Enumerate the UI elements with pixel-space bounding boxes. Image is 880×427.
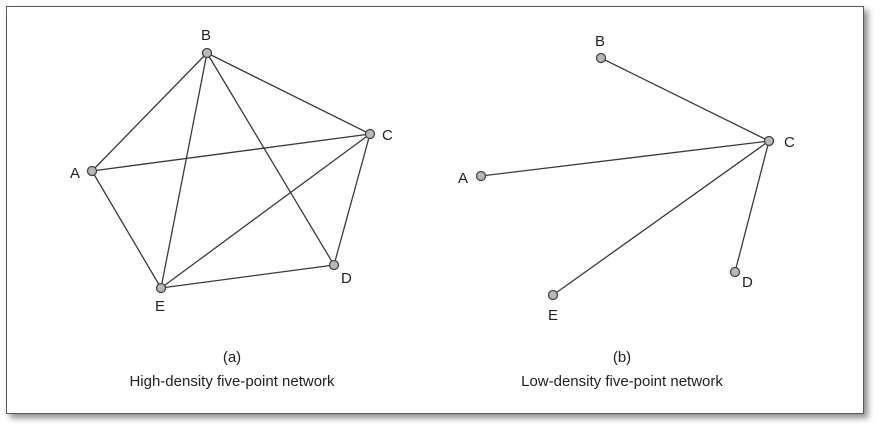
node-b-a [475, 170, 487, 182]
node-label-a-c: C [382, 127, 393, 144]
node-label-b-b: B [595, 33, 605, 50]
node-b-b [595, 52, 607, 64]
node-label-b-c: C [784, 134, 795, 151]
caption-tag-b: (b) [613, 349, 631, 366]
edge-a-a-e [91, 170, 162, 289]
edge-a-c-e [160, 133, 371, 289]
node-a-e [155, 282, 167, 294]
node-label-a-b: B [201, 27, 211, 44]
node-label-b-a: A [458, 170, 468, 187]
caption-title-a: High-density five-point network [129, 373, 335, 390]
edge-b-c-d [734, 140, 770, 273]
edge-a-d-e [160, 264, 335, 289]
node-a-a [86, 165, 98, 177]
edge-a-c-d [333, 133, 371, 266]
node-label-a-d: D [341, 270, 352, 287]
caption-tag-a: (a) [223, 349, 241, 366]
edge-a-b-c [206, 52, 371, 135]
edge-a-b-e [160, 52, 208, 289]
node-label-a-e: E [155, 298, 165, 315]
node-group-a: A B C D E [70, 27, 393, 315]
node-group-b: A B C D E [458, 33, 795, 324]
edge-a-b-d [206, 52, 335, 266]
node-label-b-e: E [548, 307, 558, 324]
caption-title-b: Low-density five-point network [521, 373, 723, 390]
edge-a-a-c [91, 133, 371, 172]
node-a-d [328, 259, 340, 271]
node-a-c [364, 128, 376, 140]
edge-b-c-b [600, 57, 770, 142]
edge-b-c-e [552, 140, 770, 296]
node-b-c [763, 135, 775, 147]
node-b-d [729, 266, 741, 278]
node-label-b-d: D [742, 274, 753, 291]
node-b-e [547, 289, 559, 301]
node-label-a-a: A [70, 165, 80, 182]
edge-group-b [480, 57, 770, 296]
edge-group-a [91, 52, 371, 289]
node-a-b [201, 47, 213, 59]
edge-a-a-b [91, 52, 208, 172]
edge-b-c-a [480, 140, 770, 177]
figure-frame [6, 6, 864, 414]
panel-high-density: A B C D E (a) High-density five-point networ… [70, 27, 393, 390]
panel-low-density: A B C D E (b) Low-density five-point network [458, 33, 795, 390]
